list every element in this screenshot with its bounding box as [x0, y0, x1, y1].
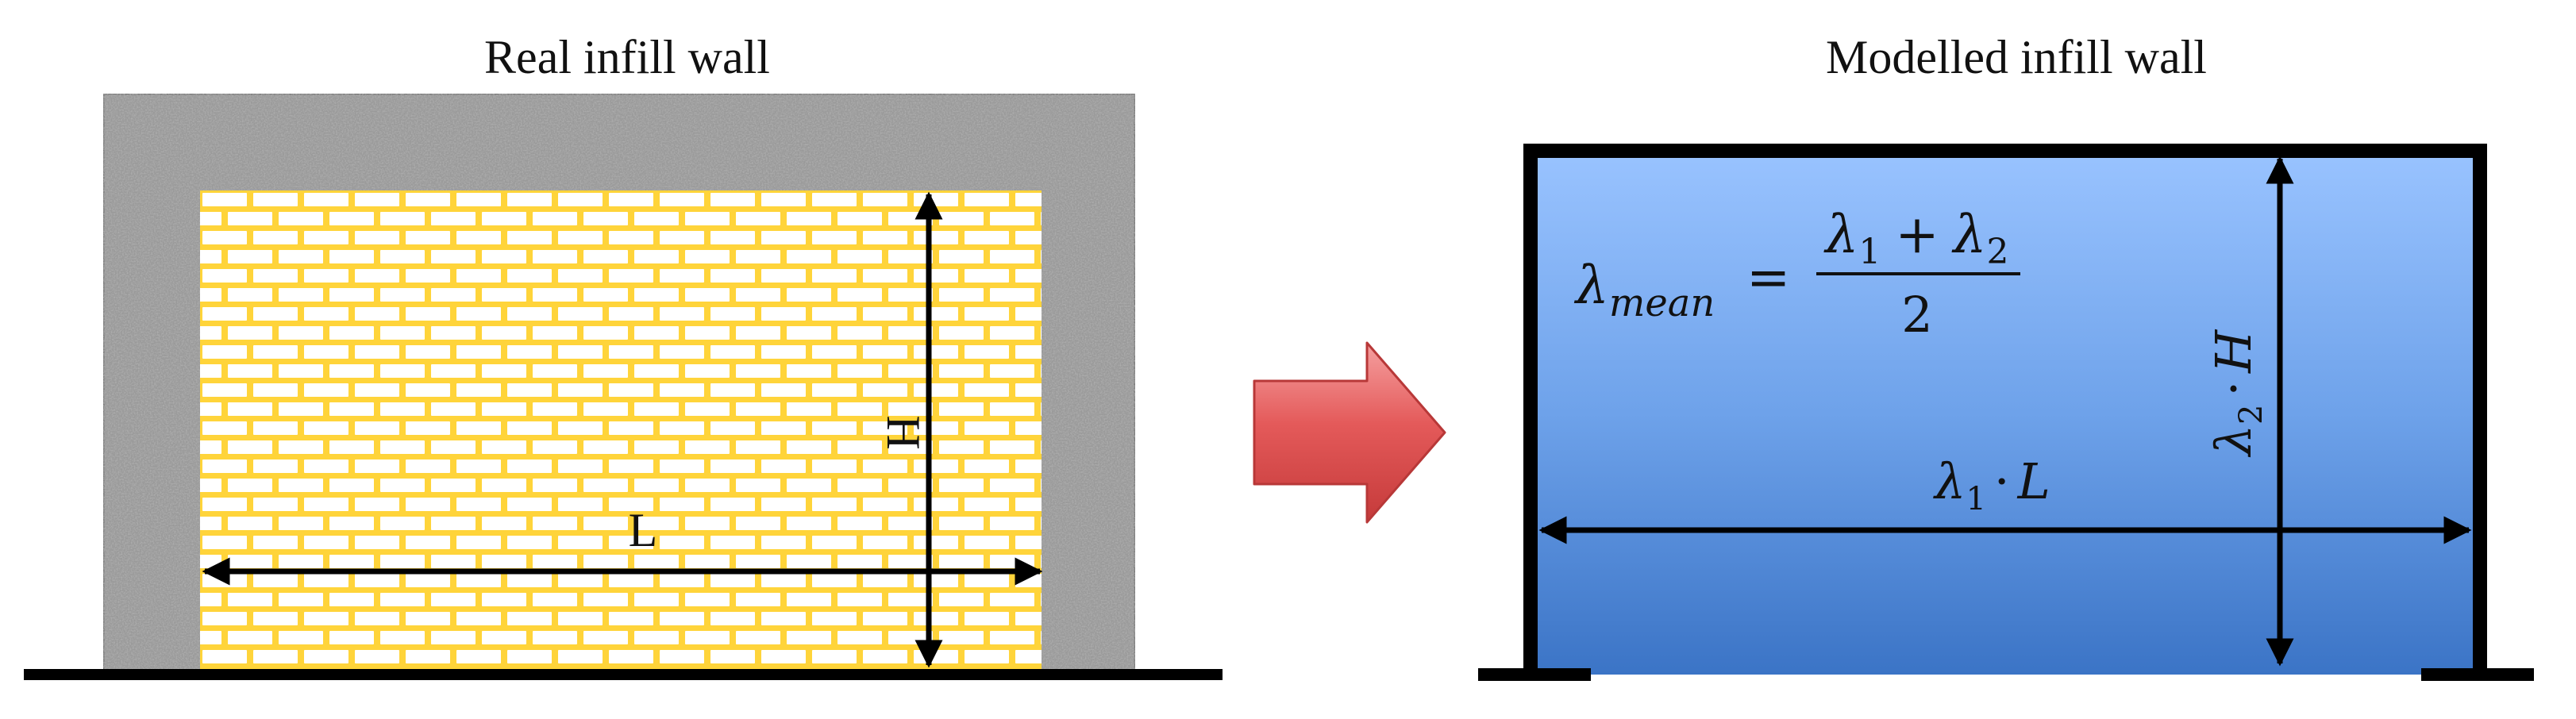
lambda-mean-formula: λmean = λ1+λ2 2 [1573, 204, 2020, 344]
formula-lhs: λmean [1573, 255, 1715, 325]
length-label-lambda1-L: λ1·L [1932, 452, 2050, 517]
formula-equals: = [1746, 247, 1790, 308]
height-label-lambda2-H: λ2·H [2204, 329, 2270, 458]
length-label-L: L [629, 504, 658, 556]
modelled-panel [1531, 151, 2480, 675]
modelled-infill-wall: λ1·L λ2·H λmean = λ1+λ2 2 [1478, 144, 2534, 681]
formula-denominator: 2 [1901, 286, 1932, 344]
real-infill-wall: L H [24, 92, 1223, 680]
modelled-frame [1523, 144, 2487, 675]
brick-infill [200, 190, 1042, 673]
modelled-wall-title: Modelled infill wall [1826, 31, 2207, 83]
height-label-H: H [877, 415, 930, 449]
real-wall-title: Real infill wall [484, 31, 770, 83]
formula-numerator: λ1+λ2 [1823, 204, 2009, 272]
transition-arrow [1253, 341, 1446, 524]
